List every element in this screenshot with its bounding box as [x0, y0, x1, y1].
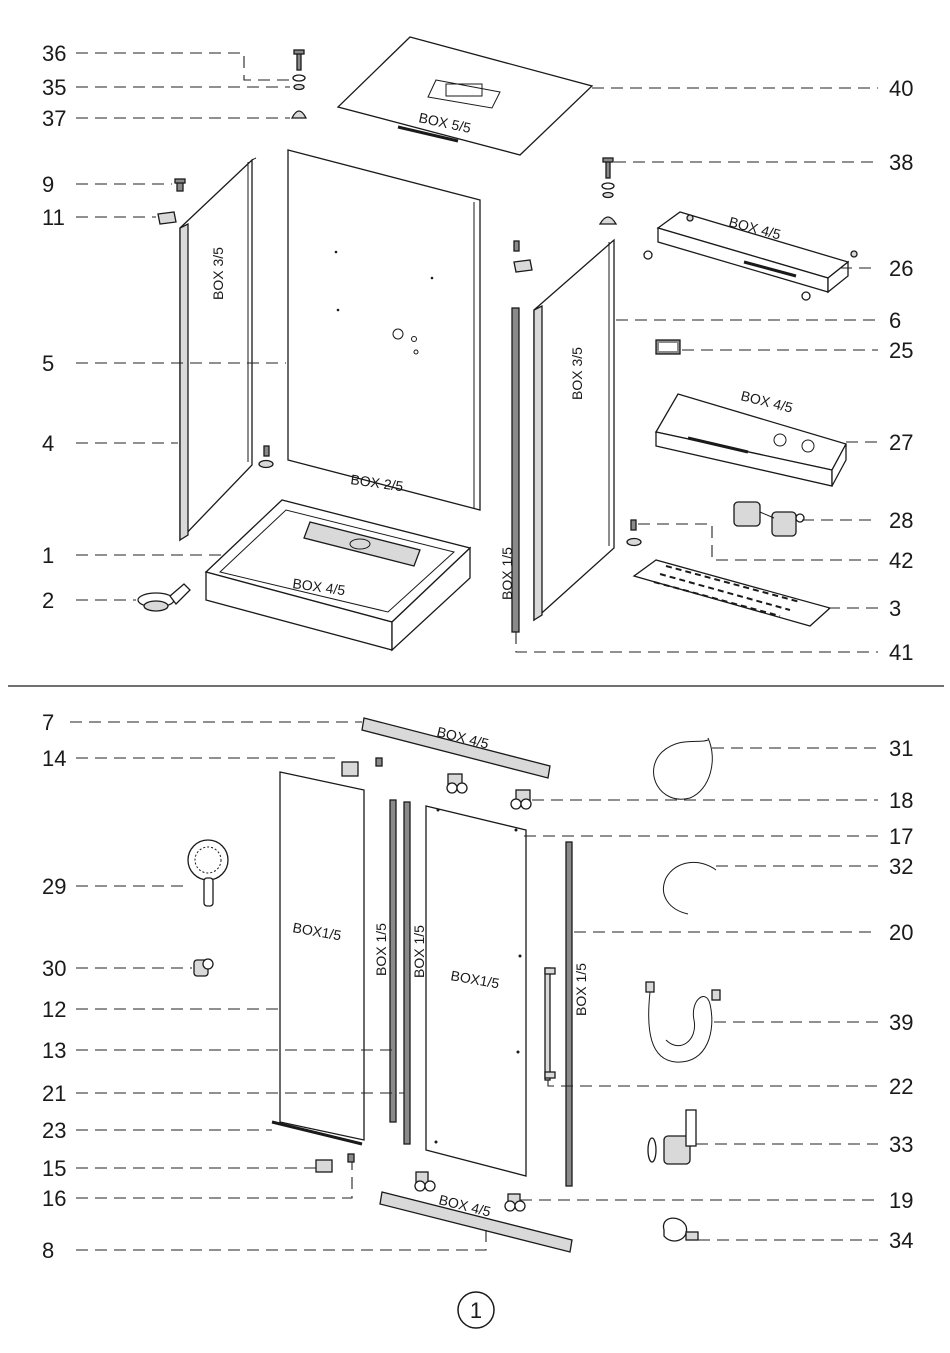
roof-panel-40 [338, 37, 592, 155]
roller-lower-left [415, 1172, 435, 1191]
shelf-grate-3 [634, 560, 830, 626]
washer-38b [603, 193, 613, 198]
elbow-connector-33 [648, 1110, 696, 1164]
profile-21 [404, 802, 410, 1144]
part-number-12: 12 [42, 997, 66, 1022]
pipe-clamp-34 [663, 1218, 698, 1241]
part-number-17: 17 [889, 824, 913, 849]
part-number-14: 14 [42, 746, 66, 771]
profile-clip [514, 260, 532, 272]
left-side-panel-4 [180, 158, 256, 540]
left-panel-box-label: BOX 3/5 [210, 247, 226, 300]
profile-screw [514, 241, 519, 251]
clip-15 [316, 1160, 332, 1172]
shower-holder-30 [194, 959, 213, 976]
shower-tray-1 [206, 500, 470, 650]
part-number-21: 21 [42, 1081, 66, 1106]
part-number-33: 33 [889, 1132, 913, 1157]
clip-14 [342, 762, 358, 776]
part-number-3: 3 [889, 596, 901, 621]
bolt-38 [603, 158, 613, 178]
part-number-32: 32 [889, 854, 913, 879]
screw-42 [631, 520, 636, 530]
wing-nut-37 [292, 111, 306, 118]
wing-nut-38 [600, 217, 616, 224]
page-number: 1 [470, 1298, 482, 1323]
washer-38a [602, 183, 614, 189]
part-number-41: 41 [889, 640, 913, 665]
part-number-42: 42 [889, 548, 913, 573]
part-number-7: 7 [42, 710, 54, 735]
connector-25 [656, 340, 680, 354]
roller-19 [505, 1194, 525, 1211]
right-side-panel-6 [534, 240, 614, 620]
hose-31 [654, 738, 713, 799]
roller-18 [511, 790, 531, 809]
clip-11 [158, 212, 176, 224]
bracket-27-box-label: BOX 4/5 [739, 387, 794, 415]
door-handle-22 [545, 968, 555, 1080]
screw-9 [175, 179, 185, 191]
profile-21-box-label: BOX 1/5 [411, 925, 427, 978]
profile-41-box-label: BOX 1/5 [499, 547, 515, 600]
sliding-door-17 [426, 806, 526, 1176]
washer-35a [293, 75, 305, 81]
panel-washer [259, 461, 273, 468]
part-number-25: 25 [889, 338, 913, 363]
part-number-29: 29 [42, 874, 66, 899]
part-number-15: 15 [42, 1156, 66, 1181]
part-number-40: 40 [889, 76, 913, 101]
profile-13 [390, 800, 396, 1122]
part-number-9: 9 [42, 172, 54, 197]
profile-20-box-label: BOX 1/5 [573, 963, 589, 1016]
hand-shower-29 [188, 840, 228, 906]
screw-14 [376, 758, 382, 766]
part-number-1: 1 [42, 543, 54, 568]
part-number-28: 28 [889, 508, 913, 533]
part-number-16: 16 [42, 1186, 66, 1211]
back-panel-5 [288, 150, 480, 510]
shower-hose-39 [646, 982, 720, 1062]
profile-20 [566, 842, 572, 1186]
drain-siphon-2 [138, 584, 190, 611]
part-number-37: 37 [42, 106, 66, 131]
part-number-5: 5 [42, 351, 54, 376]
part-number-18: 18 [889, 788, 913, 813]
part-number-26: 26 [889, 256, 913, 281]
part-number-19: 19 [889, 1188, 913, 1213]
part-number-20: 20 [889, 920, 913, 945]
part-number-11: 11 [42, 205, 65, 230]
part-number-36: 36 [42, 41, 66, 66]
profile-13-box-label: BOX 1/5 [373, 923, 389, 976]
part-number-4: 4 [42, 431, 54, 456]
valve-handles-28 [734, 502, 804, 536]
bracket-27 [656, 394, 846, 486]
part-number-39: 39 [889, 1010, 913, 1035]
part-number-31: 31 [889, 736, 913, 761]
part-number-27: 27 [889, 430, 913, 455]
part-number-30: 30 [42, 956, 66, 981]
part-number-34: 34 [889, 1228, 913, 1253]
washer-35b [294, 85, 304, 90]
roller-upper-left [447, 774, 467, 793]
part-number-22: 22 [889, 1074, 913, 1099]
part-number-6: 6 [889, 308, 901, 333]
part-number-35: 35 [42, 75, 66, 100]
part-number-38: 38 [889, 150, 913, 175]
panel-screw [264, 446, 269, 456]
part-number-8: 8 [42, 1238, 54, 1263]
washer-42 [627, 539, 641, 546]
screw-16 [348, 1154, 354, 1162]
hose-32 [663, 862, 716, 914]
part-number-2: 2 [42, 588, 54, 613]
fixed-glass-12 [280, 772, 364, 1140]
roof-bolt-36 [294, 50, 304, 70]
part-number-13: 13 [42, 1038, 66, 1063]
part-number-23: 23 [42, 1118, 66, 1143]
right-panel-box-label: BOX 3/5 [569, 347, 585, 400]
